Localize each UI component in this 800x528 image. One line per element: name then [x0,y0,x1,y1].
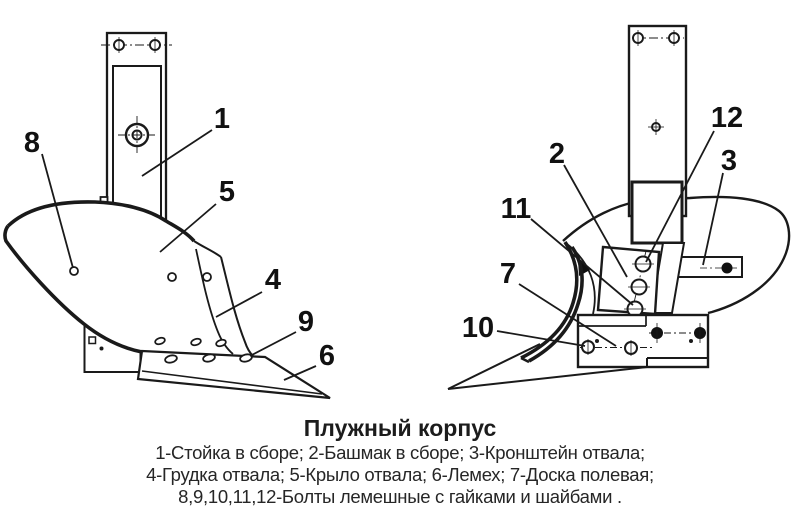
share-hole [164,354,178,364]
wing-breast-boundary [195,248,234,355]
bolt-hole [215,338,227,348]
bolt-hole-8 [69,266,79,276]
callout-11: 11 [501,193,532,225]
stand-side [99,31,172,224]
caption: Плужный корпус 1-Стойка в сборе; 2-Башма… [146,415,654,507]
leader-lines-right [496,130,724,347]
leader-9 [249,331,297,357]
leader-8 [41,153,74,269]
rear-view: 2 12 3 11 7 10 [447,24,791,390]
leader-1 [141,129,213,177]
callout-1: 1 [214,103,230,135]
leader-11 [530,218,634,306]
rivet-dot [595,339,599,343]
leader-7 [518,283,617,347]
bolt-hole [154,336,166,346]
share-blade-rear [447,343,648,390]
share-blade-side [136,349,331,400]
callout-3: 3 [721,145,737,177]
caption-line-3: 8,9,10,11,12-Болты лемешные с гайками и … [178,486,622,507]
share-hole [202,353,216,363]
bracket-bolt [721,262,733,274]
leader-lines-left [41,129,317,381]
breast-right-edge [220,256,254,357]
leader-12 [645,130,715,263]
side-view: 8 1 5 4 9 6 [3,31,335,400]
field-board [576,313,710,369]
caption-line-1: 1-Стойка в сборе; 2-Башмак в сборе; 3-Кр… [155,442,645,463]
shoe-plate-rear [596,245,661,321]
clamp-plate [630,180,684,245]
caption-line-2: 4-Грудка отвала; 5-Крыло отвала; 6-Лемех… [146,464,654,485]
callout-8: 8 [24,127,40,159]
figure-title: Плужный корпус [304,415,497,441]
callout-10: 10 [462,312,494,344]
wing-bottom-edge [3,224,143,354]
leader-6 [283,365,317,381]
callout-2: 2 [549,138,565,170]
leader-5 [159,203,217,253]
share-hole [239,353,253,363]
cutting-edge-band [520,241,584,364]
leader-10 [496,330,586,347]
leader-3 [702,172,724,266]
leader-2 [563,164,628,278]
rivet-dot [689,339,693,343]
leader-4 [215,291,263,318]
moldboard-rear [562,195,791,315]
callout-6: 6 [319,340,335,372]
callout-9: 9 [298,306,314,338]
callout-5: 5 [219,176,235,208]
bolt-hole [190,337,202,347]
breast-top-edge [193,240,222,258]
square-hole [88,336,97,345]
callout-7: 7 [500,258,516,290]
bolt-hole [167,272,177,282]
callout-4: 4 [265,264,281,296]
share-bevel [141,370,323,395]
bolt-hole [202,272,212,282]
moldboard-wing [3,200,254,357]
callout-12: 12 [711,102,743,134]
wing-top-edge [6,200,196,243]
rivet-dot [99,346,104,351]
